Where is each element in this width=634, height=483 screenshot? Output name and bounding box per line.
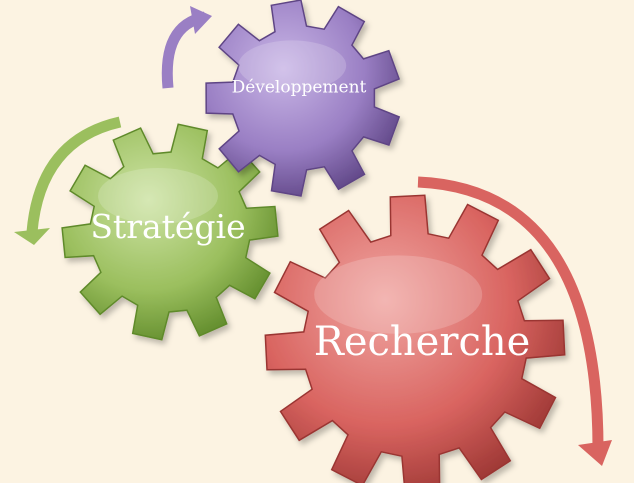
- recherche-label: Recherche: [314, 319, 531, 365]
- arrow-head: [14, 228, 50, 245]
- developpement-gear: [205, 0, 401, 197]
- gear-highlight: [238, 40, 347, 91]
- gear-highlight: [98, 168, 218, 224]
- arrow-head: [578, 440, 612, 466]
- recherche-gear: [264, 194, 566, 483]
- arrow-shaft: [26, 116, 122, 233]
- arrow-head: [190, 6, 212, 34]
- arrow-research-to-bottom: [417, 176, 612, 466]
- arrow-shaft: [417, 176, 604, 456]
- arrow-develop-to-top: [161, 6, 212, 89]
- developpement-label: Développement: [232, 78, 367, 98]
- strategie-label: Stratégie: [90, 207, 245, 246]
- gear-highlight: [314, 255, 483, 334]
- arrow-strategy-to-left: [14, 116, 122, 245]
- arrows-layer: [14, 6, 612, 466]
- strategie-gear: [61, 123, 279, 341]
- gear-body: [205, 0, 401, 197]
